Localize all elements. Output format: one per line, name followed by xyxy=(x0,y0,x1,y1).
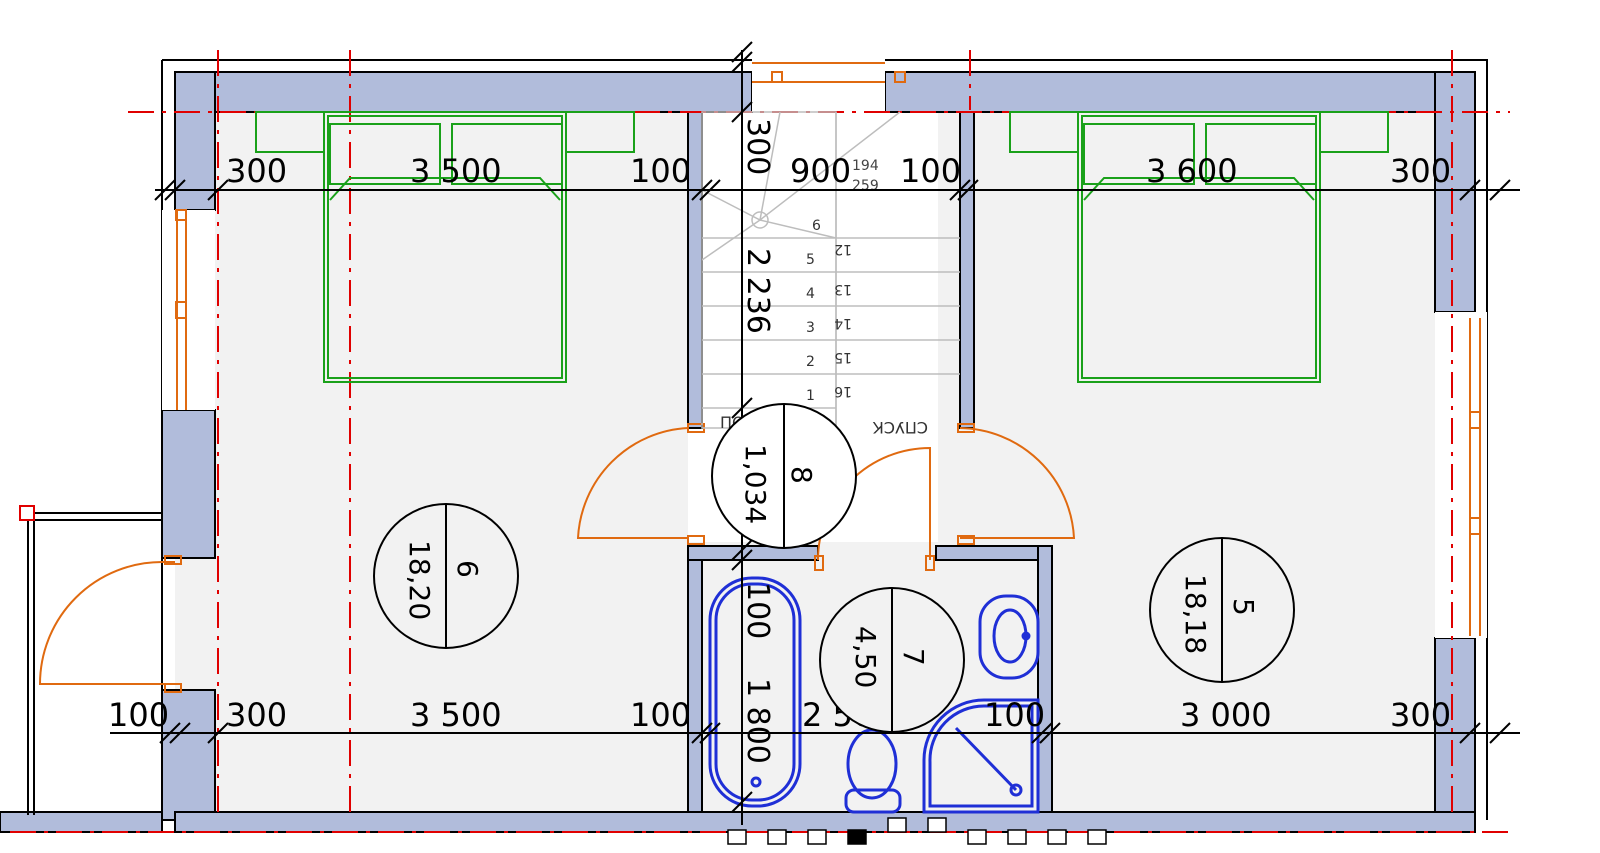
step-16: 16 xyxy=(834,383,852,399)
marker-icon xyxy=(927,817,947,833)
bath-wall-top-left xyxy=(687,545,819,561)
step-6: 6 xyxy=(812,218,821,234)
bathtub-icon xyxy=(708,576,802,808)
dim-top-5: 100 xyxy=(900,152,961,190)
vertical-dimensions: 300 2 236 100 1 800 xyxy=(740,118,775,764)
step-13: 13 xyxy=(834,281,852,297)
door-balcony xyxy=(38,561,175,685)
dim-bottom-3: 3 500 xyxy=(410,696,502,734)
dim-top-7: 300 xyxy=(1390,152,1451,190)
step-15: 15 xyxy=(834,349,852,365)
bath-wall-top-right xyxy=(935,545,1053,561)
step-14: 14 xyxy=(834,315,852,331)
dim-vert-2: 2 236 xyxy=(740,248,775,334)
window-left xyxy=(162,210,215,410)
dim-bottom-1: 100 xyxy=(108,696,169,734)
marker-icon xyxy=(767,829,787,845)
step-2: 2 xyxy=(806,354,815,370)
room-tag-6: 6 18,20 xyxy=(373,503,519,649)
dim-top-6: 3 600 xyxy=(1146,152,1238,190)
step-12: 12 xyxy=(834,241,852,257)
room-6-number: 6 xyxy=(451,560,484,578)
dim-top-4: 900 xyxy=(790,152,851,190)
partition-left-lower xyxy=(687,544,703,816)
step-1: 1 xyxy=(806,388,815,404)
room-8-area: 1,034 xyxy=(739,444,772,524)
marker-icon xyxy=(807,829,827,845)
room-8-number: 8 xyxy=(785,466,818,484)
room-5-area: 18,18 xyxy=(1179,574,1212,654)
wall-left-lower xyxy=(161,689,216,821)
dim-bottom-8: 300 xyxy=(1390,696,1451,734)
stair-pivot-icon xyxy=(751,211,769,229)
dim-vert-1: 300 xyxy=(740,118,775,175)
marker-icon xyxy=(727,829,747,845)
wall-top-right xyxy=(884,71,1476,113)
shower-icon xyxy=(922,698,1040,814)
dim-bottom-6: 100 xyxy=(984,696,1045,734)
room-7-number: 7 xyxy=(897,648,930,666)
room-tags: 6 18,20 8 1,034 7 4,50 5 18,18 xyxy=(373,403,1295,733)
bath-wall-right xyxy=(1037,545,1053,817)
dim-top-3: 100 xyxy=(630,152,691,190)
step-5: 5 xyxy=(806,252,815,268)
room-5-number: 5 xyxy=(1227,598,1260,616)
stair-note-a: 194 xyxy=(852,158,879,174)
door-room-5 xyxy=(959,427,1076,539)
dimension-lines xyxy=(110,41,1520,825)
marker-icon xyxy=(1087,829,1107,845)
room-6-area: 18,20 xyxy=(403,540,436,620)
dim-vert-3: 100 xyxy=(740,582,775,639)
step-4: 4 xyxy=(806,286,815,302)
room-7-area: 4,50 xyxy=(849,626,882,688)
step-3: 3 xyxy=(806,320,815,336)
room-tag-5: 5 18,18 xyxy=(1149,537,1295,683)
partition-right-upper xyxy=(959,111,975,429)
marker-icon xyxy=(887,817,907,833)
marker-icon xyxy=(1047,829,1067,845)
stair-down-label: СПУСК xyxy=(872,418,928,437)
window-right xyxy=(1435,312,1487,638)
dim-bottom-4: 100 xyxy=(630,696,691,734)
balcony-slab xyxy=(0,811,163,833)
top-dimensions: 300 3 500 100 900 100 3 600 300 xyxy=(226,152,1451,190)
windows xyxy=(162,60,1487,638)
plumbing xyxy=(708,576,1040,814)
door-room-6 xyxy=(576,427,689,539)
dim-top-1: 300 xyxy=(226,152,287,190)
window-top xyxy=(752,60,885,112)
dim-vert-4: 1 800 xyxy=(740,678,775,764)
balcony-post-icon xyxy=(19,505,35,521)
dim-bottom-2: 300 xyxy=(226,696,287,734)
room-tag-7: 7 4,50 xyxy=(819,587,965,733)
dim-bottom-7: 3 000 xyxy=(1180,696,1272,734)
marker-icon xyxy=(847,829,867,845)
wall-top-left xyxy=(174,71,753,113)
room-tag-8: 8 1,034 xyxy=(711,403,857,549)
wall-left-mid xyxy=(161,409,216,559)
bottom-markers xyxy=(727,817,1107,845)
wall-bottom xyxy=(174,811,1476,833)
balcony xyxy=(19,505,162,815)
stair-note-b: 259 xyxy=(852,178,879,194)
marker-icon xyxy=(967,829,987,845)
dim-top-2: 3 500 xyxy=(410,152,502,190)
sink-icon xyxy=(978,594,1040,680)
marker-icon xyxy=(1007,829,1027,845)
